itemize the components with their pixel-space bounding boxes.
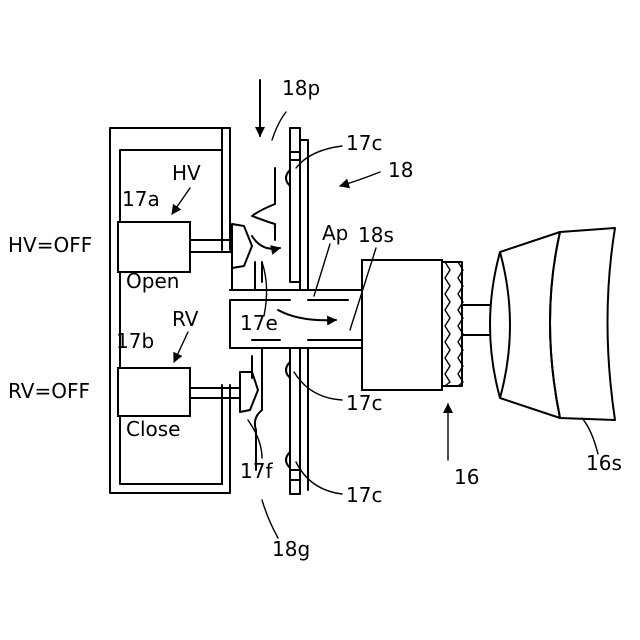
label-open: Open	[126, 269, 179, 293]
leader-18p	[272, 112, 286, 140]
label-hv-off: HV=OFF	[8, 233, 92, 257]
camera-body	[362, 260, 442, 390]
label-hv: HV	[172, 161, 201, 185]
leader-ap	[314, 244, 330, 296]
shaft-lower	[190, 388, 240, 398]
label-rv-off: RV=OFF	[8, 379, 90, 403]
valve-head-upper	[232, 224, 252, 268]
shaft-upper	[190, 240, 232, 252]
outlet-tube-lower	[308, 340, 362, 348]
label-17f: 17f	[240, 459, 273, 483]
valve-head-lower	[240, 372, 258, 412]
label-18: 18	[388, 158, 413, 182]
label-close: Close	[126, 417, 180, 441]
flow-arrow-ap	[278, 310, 336, 320]
leader-17c-bot	[296, 462, 342, 494]
solenoid-17a	[118, 222, 190, 272]
label-rv: RV	[172, 307, 199, 331]
label-17b: 17b	[116, 329, 154, 353]
leader-16s	[582, 418, 598, 454]
label-17c-mid: 17c	[346, 391, 382, 415]
lens-element-rear	[550, 228, 615, 420]
lens-front-inner	[500, 252, 510, 398]
label-17a: 17a	[122, 187, 160, 211]
label-18p: 18p	[282, 76, 320, 100]
thread-left	[445, 262, 450, 386]
label-16s: 16s	[586, 451, 622, 475]
label-17e: 17e	[240, 311, 278, 335]
leader-rv	[174, 332, 188, 362]
label-16: 16	[454, 465, 479, 489]
leader-17c-mid	[294, 372, 342, 400]
lens-barrel	[462, 305, 490, 335]
leader-17c-top	[296, 146, 342, 168]
solenoid-17b	[118, 368, 190, 416]
label-ap: Ap	[322, 221, 348, 245]
leader-18	[340, 172, 380, 186]
label-18g: 18g	[272, 537, 310, 561]
leader-hv	[172, 188, 190, 214]
label-17c-top: 17c	[346, 131, 382, 155]
upper-channel	[252, 128, 308, 290]
label-18s: 18s	[358, 223, 394, 247]
leader-18g	[262, 500, 278, 538]
label-17c-bot: 17c	[346, 483, 382, 507]
